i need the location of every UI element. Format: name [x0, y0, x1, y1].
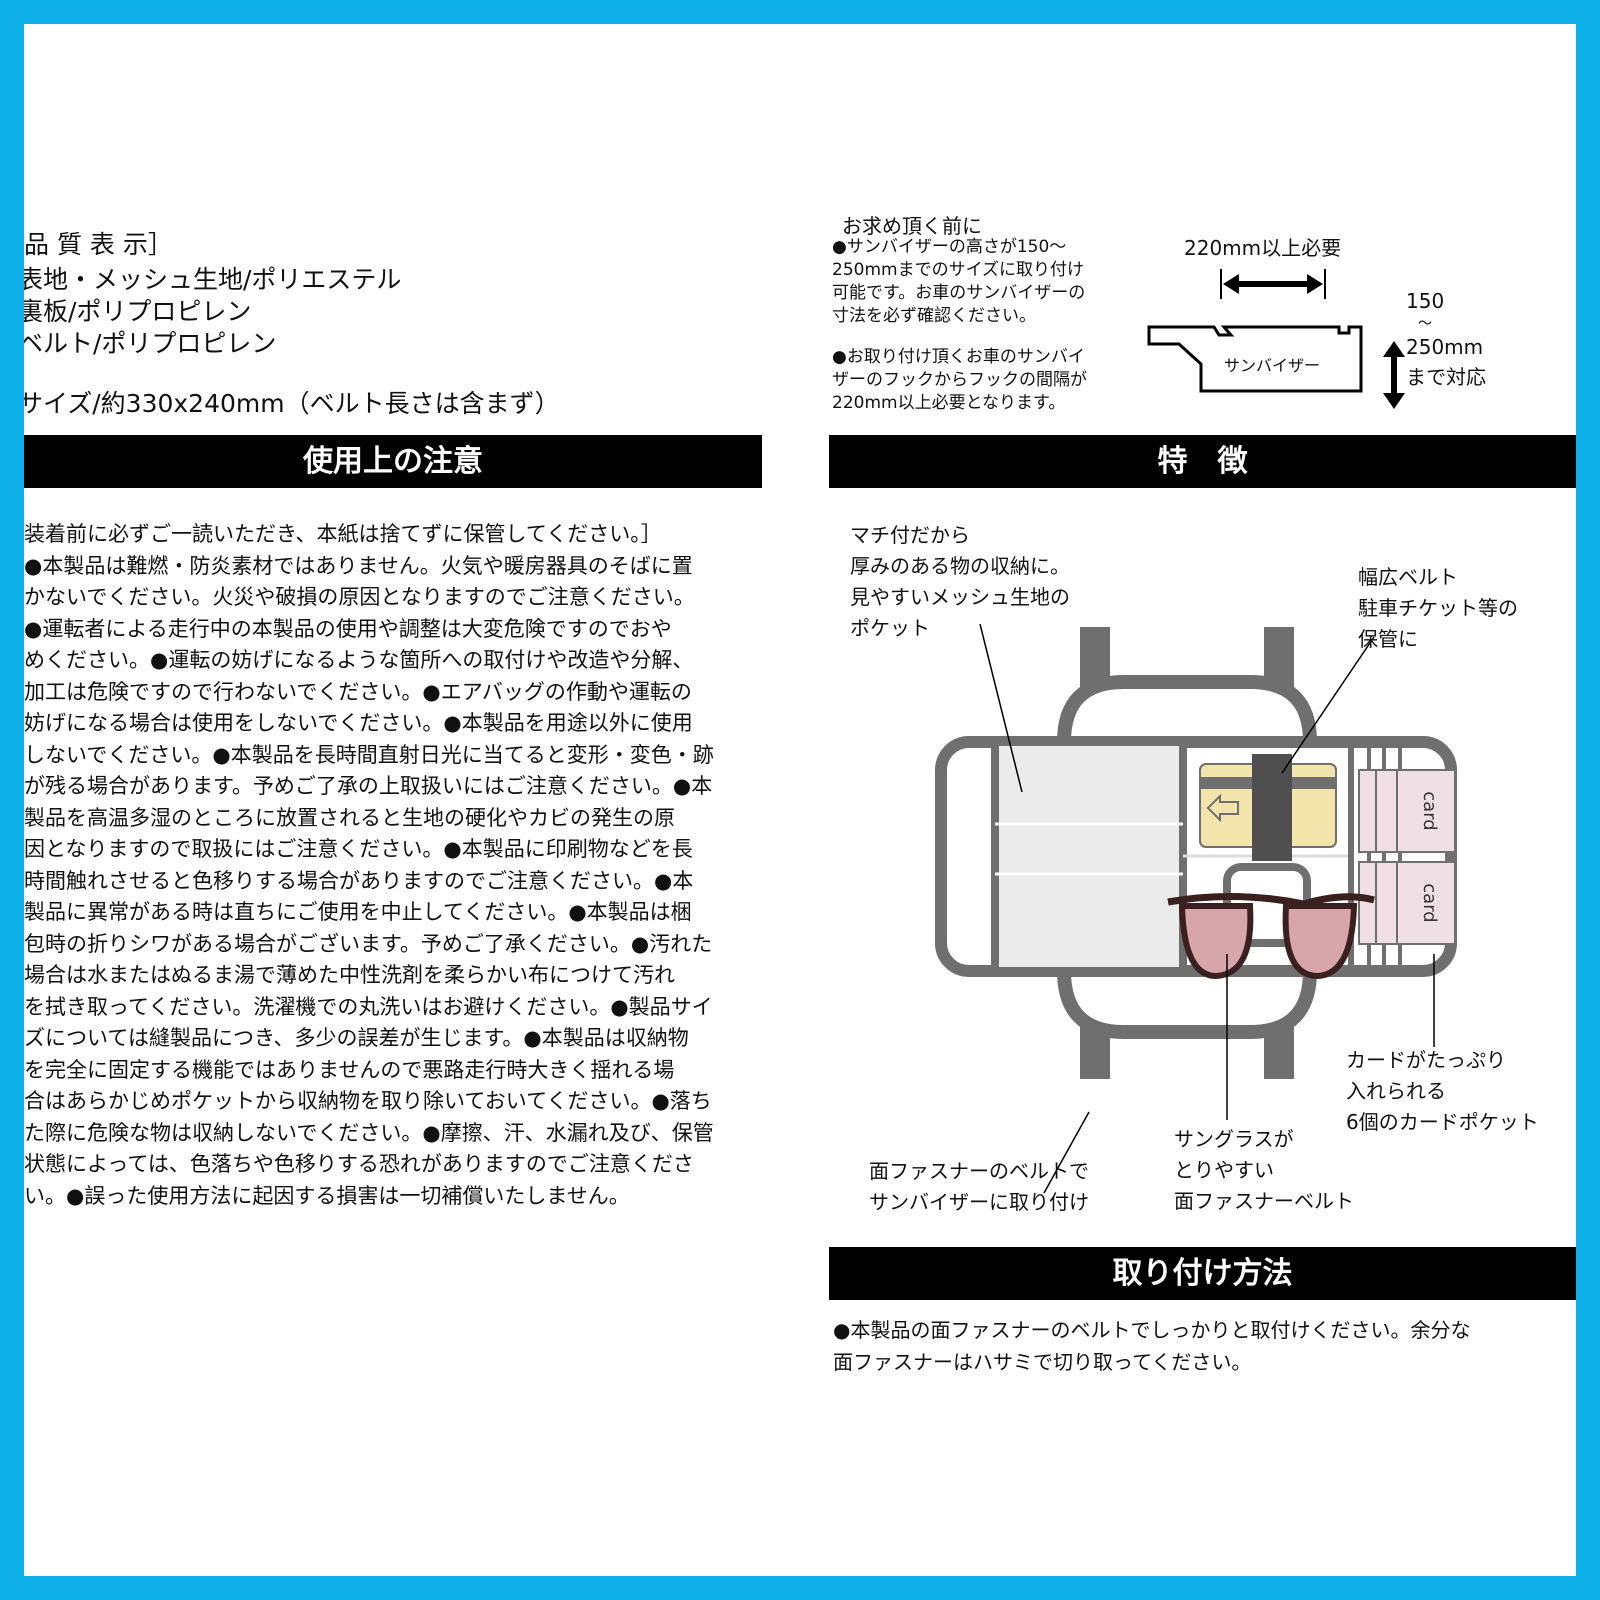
- visor-dimension-diagram: [1147, 269, 1405, 409]
- caution-line: を拭き取ってください。洗濯機での丸洗いはお避けください。●製品サイ: [24, 994, 713, 1019]
- organizer-illustration: card card: [935, 623, 1457, 1194]
- callout-mesh-pocket: マチ付だから厚みのある物の収納に。見やすいメッシュ生地のポケット: [850, 523, 1070, 640]
- before-title: お求め頂く前に: [842, 214, 982, 238]
- caution-line: が残る場合があります。予めご了承の上取扱いにはご注意ください。●本: [24, 774, 713, 798]
- width-requirement-label: 220mm以上必要: [1184, 236, 1342, 260]
- caution-line: 時間触れさせると色移りする場合がありますのでご注意ください。●本: [24, 868, 694, 893]
- install-text: ●本製品の面ファスナーのベルトでしっかりと取付けください。余分な 面ファスナーは…: [833, 1318, 1471, 1374]
- caution-text: 装着前に必ずご一読いただき、本紙は捨てずに保管してください。］ ●本製品は難燃・防…: [24, 519, 764, 1212]
- caution-line: ●本製品は難燃・防炎素材ではありません。火気や暖房器具のそばに置: [24, 553, 693, 578]
- caution-line: 製品に異常がある時は直ちにご使用を中止してください。●本製品は梱: [24, 900, 692, 924]
- caution-line: た際に危険な物は収納しないでください。●摩擦、汗、水漏れ及び、保管: [24, 1120, 714, 1145]
- caution-line: めください。●運転の妨げになるような箇所への取付けや改造や分解、: [24, 648, 694, 672]
- before-paragraph-1: ●サンバイザーの高さが150～250mmまでのサイズに取り付け可能です。お車のサ…: [832, 237, 1086, 326]
- card-label-1: card: [1419, 791, 1440, 830]
- quality-line-2: 裏板/ポリプロピレン: [24, 297, 252, 326]
- caution-line: 状態によっては、色落ちや色移りする恐れがありますのでご注意くださ: [24, 1152, 694, 1176]
- caution-line: 場合は水またはぬるま湯で薄めた中性洗剤を柔らかい布につけて汚れ: [24, 963, 675, 987]
- features-title: 特 徴: [829, 435, 1576, 488]
- quality-line-1: 表地・メッシュ生地/ポリエステル: [24, 265, 402, 294]
- manual-page: 品 質 表 示］ 表地・メッシュ生地/ポリエステル 裏板/ポリプロピレン ベルト…: [24, 24, 1576, 1576]
- sunglasses-icon: [1167, 893, 1375, 980]
- quality-line-3: ベルト/ポリプロピレン: [24, 329, 277, 358]
- height-range-label: 150 ～ 250mm まで対応: [1406, 289, 1486, 389]
- callout-wide-belt: 幅広ベルト駐車チケット等の保管に: [1358, 565, 1518, 651]
- caution-line: 加工は危険ですので行わないでください。●エアバッグの作動や運転の: [24, 679, 692, 704]
- visor-label: サンバイザー: [1224, 356, 1321, 375]
- install-title: 取り付け方法: [829, 1247, 1576, 1300]
- caution-title: 使用上の注意: [24, 435, 762, 488]
- callout-fastener-belt: 面ファスナーのベルトでサンバイザーに取り付け: [869, 1159, 1089, 1214]
- callout-sunglasses-belt: サングラスがとりやすい面ファスナーベルト: [1174, 1127, 1354, 1213]
- caution-line: ●運転者による走行中の本製品の使用や調整は大変危険ですのでおや: [24, 616, 672, 641]
- size-line: サイズ/約330x240mm（ベルト長さは含まず）: [24, 389, 560, 418]
- caution-line: かないでください。火災や破損の原因となりますのでご注意ください。: [24, 585, 695, 609]
- caution-line: 装着前に必ずご一読いただき、本紙は捨てずに保管してください。］: [24, 522, 662, 546]
- quality-heading: 品 質 表 示］: [24, 230, 173, 259]
- caution-line: しないでください。●本製品を長時間直射日光に当てると変形・変色・跡: [24, 742, 714, 767]
- caution-line: 製品を高温多湿のところに放置されると生地の硬化やカビの発生の原: [24, 805, 675, 830]
- caution-line: 包時の折りシワがある場合がございます。予めご了承ください。●汚れた: [24, 931, 713, 956]
- caution-line: 因となりますので取扱にはご注意ください。●本製品に印刷物などを長: [24, 837, 693, 861]
- caution-line: を完全に固定する機能ではありませんので悪路走行時大きく揺れる場: [24, 1057, 675, 1082]
- caution-line: 合はあらかじめポケットから収納物を取り除いておいてください。●落ち: [24, 1089, 712, 1113]
- caution-line: い。●誤った使用方法に起因する損害は一切補償いたしません。: [24, 1183, 630, 1208]
- caution-line: 妨げになる場合は使用をしないでください。●本製品を用途以外に使用: [24, 711, 693, 735]
- caution-line: ズについては縫製品につき、多少の誤差が生じます。●本製品は収納物: [24, 1026, 689, 1050]
- card-label-2: card: [1419, 883, 1440, 922]
